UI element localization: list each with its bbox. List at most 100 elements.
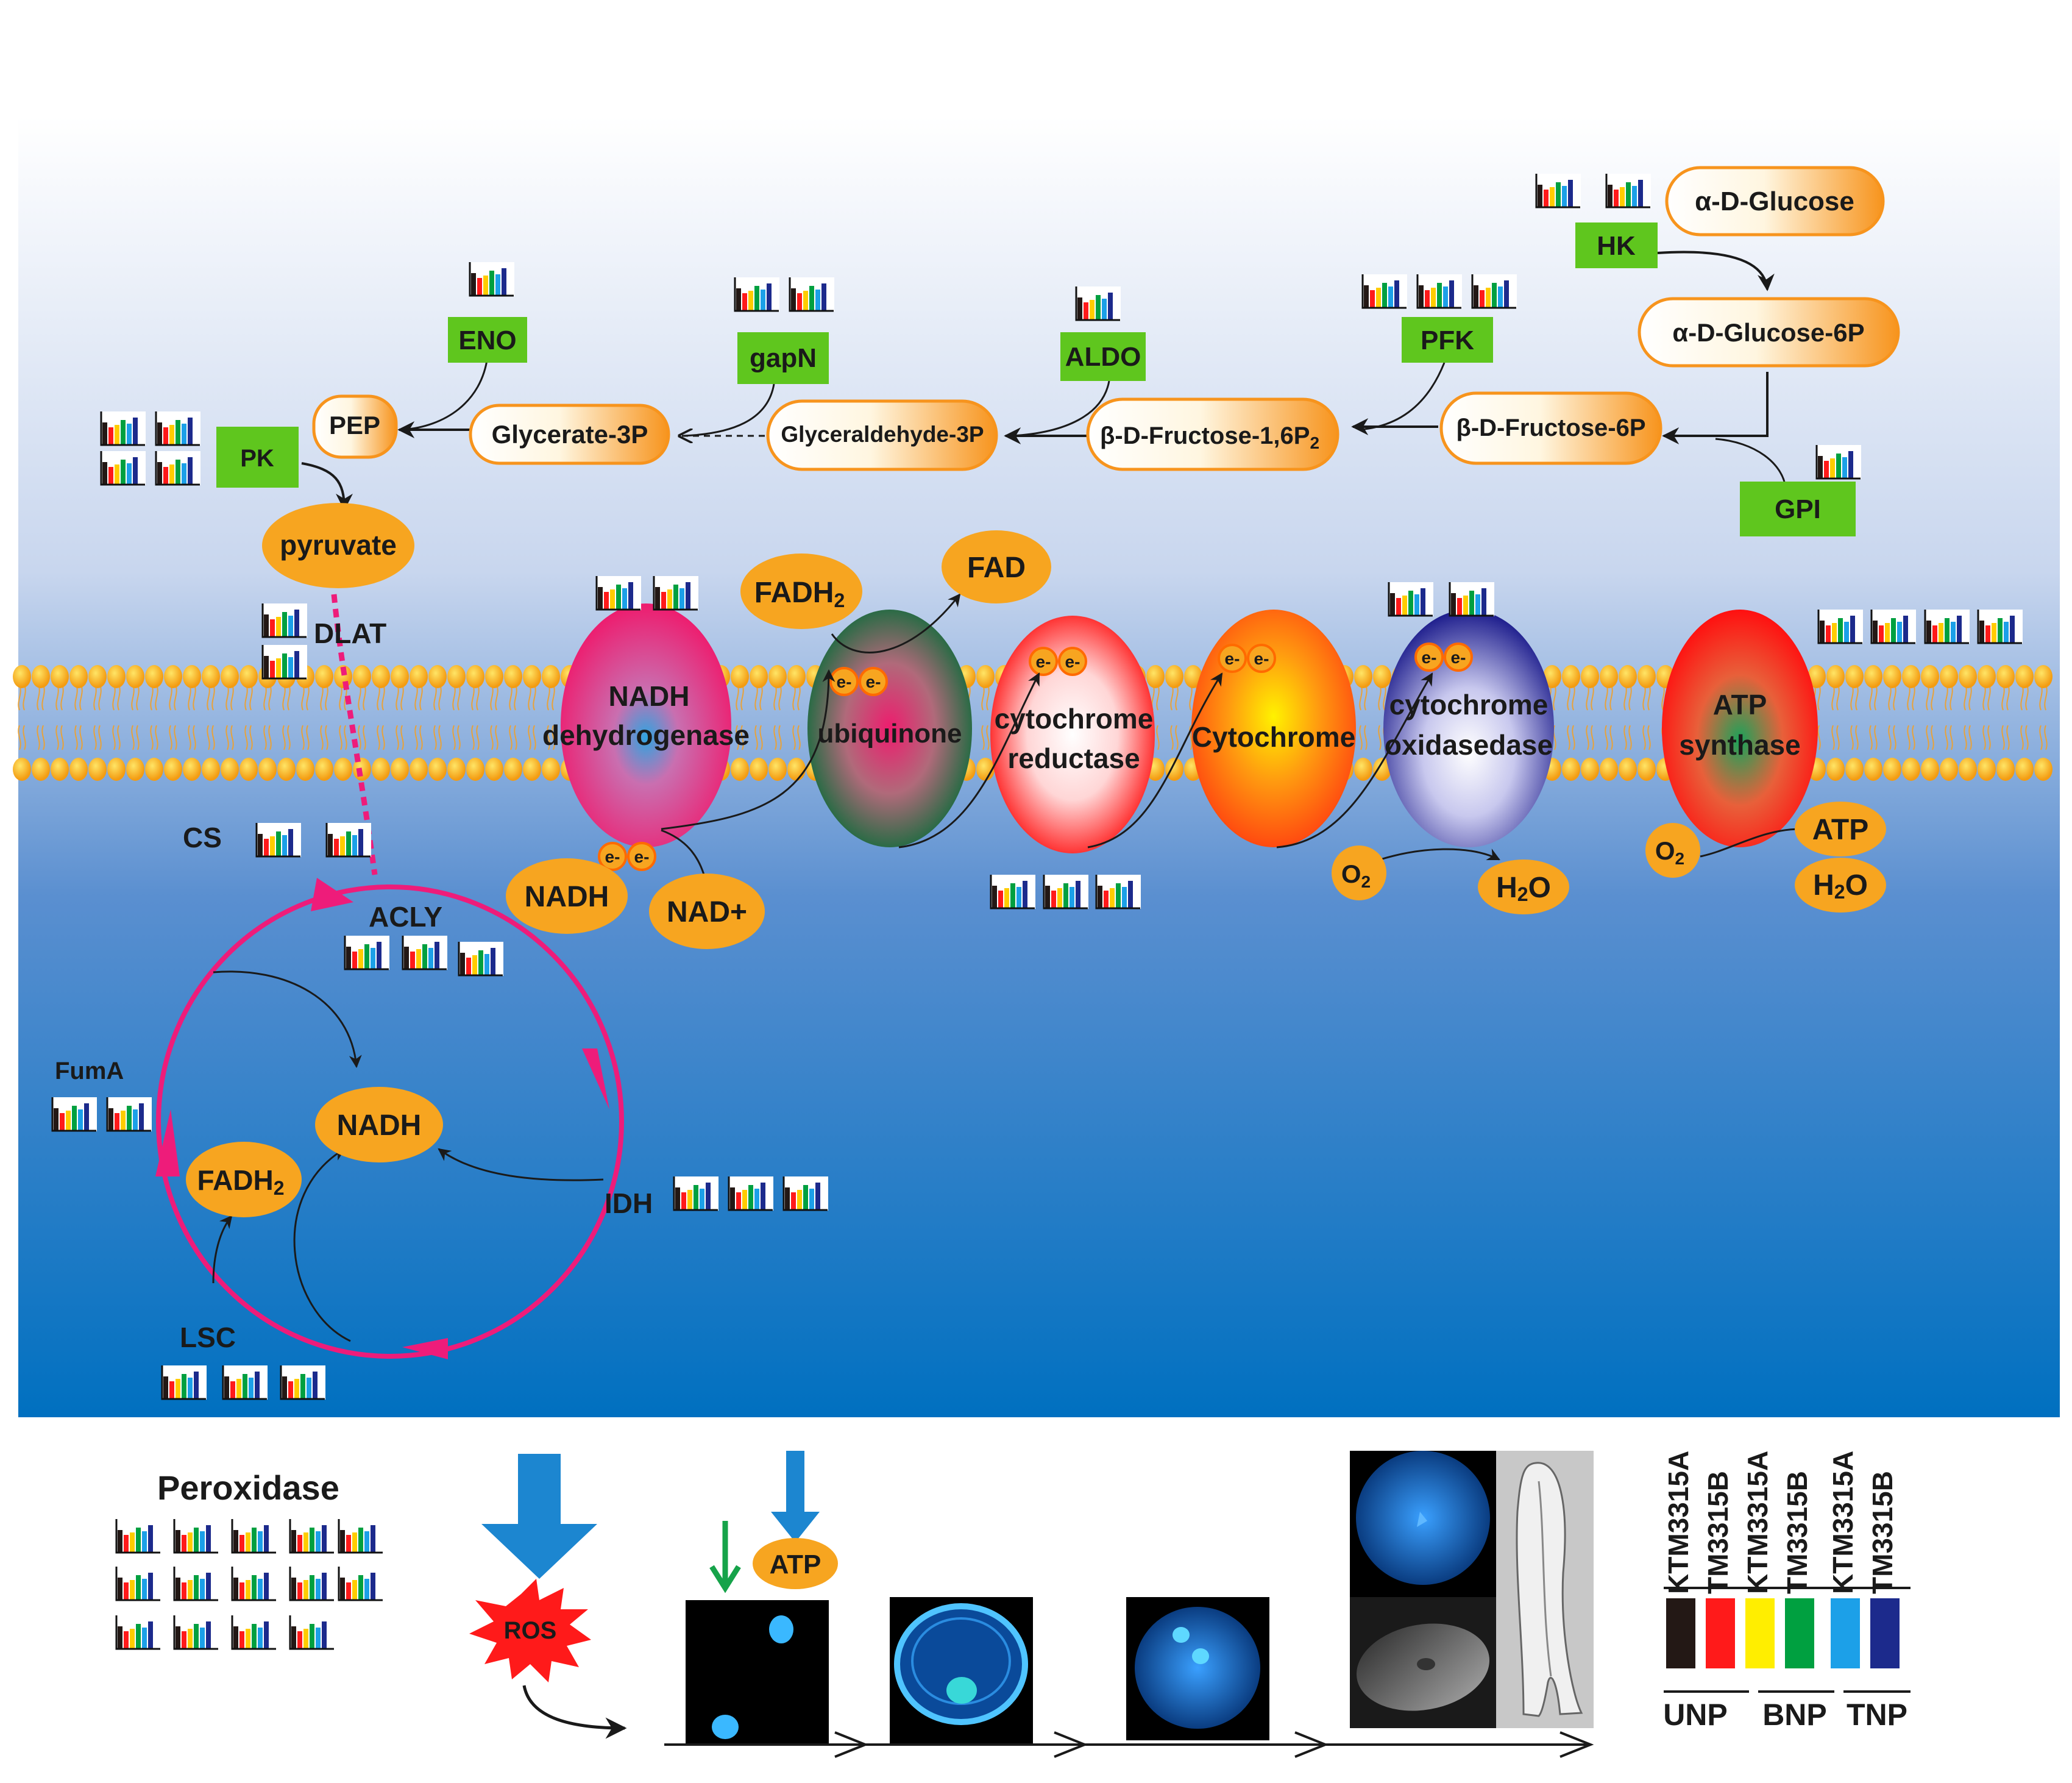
lipid-head — [277, 758, 296, 781]
microspore-stage-1 — [686, 1600, 829, 1743]
lipid-head — [1543, 665, 1561, 688]
arrow-gpi — [1662, 372, 1769, 444]
lipid-tail — [509, 725, 517, 750]
lipid-head — [1864, 665, 1882, 688]
lipid-head — [334, 758, 352, 781]
complex-cytochrome-oxidase: cytochrome oxidasedase — [1383, 610, 1554, 847]
lipid-head — [1921, 665, 1939, 688]
legend-sample-label: KTM3315A — [1662, 1451, 1694, 1594]
lipid-head — [32, 665, 50, 688]
enzyme-aldo: ALDO — [1060, 332, 1146, 381]
lipid-head — [428, 665, 447, 688]
expression-bar-icon — [279, 1364, 327, 1401]
arrow-eno-branch — [402, 356, 489, 431]
expression-bar-icon — [672, 1175, 720, 1212]
electron-label: e- — [634, 847, 650, 866]
etc-h2o-left-label: H2O — [1496, 872, 1551, 905]
label-acly: ACLY — [369, 901, 442, 933]
lipid-head — [485, 665, 503, 688]
legend-sample-label: KTM3315A — [1827, 1451, 1859, 1594]
expression-bar-icon — [1870, 608, 1917, 645]
bottom-section: Peroxidase ROS ATP — [157, 1451, 1911, 1758]
label-cs: CS — [183, 822, 222, 853]
electron-pairs: e-e-e-e-e-e-e-e-e-e- — [598, 642, 1473, 871]
lipid-head — [1826, 758, 1845, 781]
legend-group-label: UNP — [1663, 1698, 1728, 1732]
expression-bar-icon — [1815, 444, 1862, 480]
electron-label: e- — [1422, 648, 1437, 667]
lipid-head — [1637, 665, 1656, 688]
electron-transport-chain: NADH dehydrogenase ubiquinone cytochrome… — [506, 530, 1886, 949]
lipid-head — [1600, 665, 1618, 688]
tca-cycle: NADH FADH2 DLAT CS ACLY FumA IDH LSC — [55, 594, 653, 1359]
lipid-head — [372, 758, 390, 781]
lipid-head — [202, 758, 220, 781]
lipid-head — [145, 758, 163, 781]
lipid-tail — [1642, 725, 1651, 750]
atp-bubble-label: ATP — [770, 1550, 821, 1579]
lipid-tail — [207, 725, 215, 750]
lipid-tail — [1605, 725, 1613, 750]
electron-label: e- — [1065, 652, 1080, 671]
lipid-head — [768, 665, 787, 688]
lipid-head — [1883, 665, 1901, 688]
lipid-head — [1354, 758, 1372, 781]
expression-bar-icon — [261, 602, 308, 639]
lipid-head — [1940, 758, 1958, 781]
lipid-head — [239, 665, 258, 688]
complex6-line1: ATP — [1713, 689, 1767, 721]
expression-bar-icon — [1923, 608, 1971, 645]
lipid-head — [107, 665, 126, 688]
expression-bar-icon — [343, 934, 391, 971]
lipid-head — [410, 758, 428, 781]
etc-atp-right: ATP — [1795, 802, 1886, 856]
lipid-tail — [131, 725, 140, 750]
expression-bar-icon — [1976, 608, 2024, 645]
etc-h2o-left-subscript: 2 — [1517, 883, 1528, 905]
expression-bar-icon — [782, 1175, 829, 1212]
lipid-head — [1902, 665, 1920, 688]
legend-swatch — [1666, 1598, 1695, 1668]
etc-nad: NAD+ — [649, 874, 765, 949]
lipid-head — [221, 665, 239, 688]
cycle-arrow-idh-nadh — [438, 1148, 604, 1181]
aldo-label: ALDO — [1065, 342, 1141, 372]
expression-bar-icon — [261, 644, 308, 680]
lipid-tail — [244, 725, 253, 750]
lipid-head — [1921, 758, 1939, 781]
cycle-arrowhead-left — [155, 1109, 180, 1176]
electron-dot — [1414, 642, 1444, 672]
enzyme-gapn: gapN — [737, 332, 829, 384]
lipid-head — [315, 758, 333, 781]
complex4-label: Cytochrome — [1192, 721, 1355, 753]
etc-h2o-left: H2O — [1478, 859, 1569, 914]
etc-h2o-left-h: H — [1496, 872, 1517, 904]
electron-label: e- — [866, 672, 881, 691]
lipid-head — [315, 665, 333, 688]
complex-atp-synthase: ATP synthase — [1662, 610, 1818, 847]
lipid-head — [787, 665, 806, 688]
metabolite-glucose-6p: α-D-Glucose-6P — [1637, 297, 1900, 368]
etc-fadh2-main: FADH — [754, 577, 834, 609]
atp-bubble: ATP — [753, 1538, 838, 1589]
lipid-head — [1978, 665, 1996, 688]
expression-bar-icon — [1095, 874, 1142, 910]
lipid-head — [731, 665, 749, 688]
glycolysis-pathway: α-D-Glucose α-D-Glucose-6P β-D-Fructose-… — [216, 166, 1900, 588]
expression-bar-icon — [727, 1175, 775, 1212]
fructose-16p-subscript: 2 — [1310, 433, 1319, 452]
etc-o2-left: O2 — [1332, 845, 1386, 900]
etc-o2-right-label: O2 — [1655, 836, 1684, 868]
etc-h2o-right-subscript: 2 — [1834, 881, 1845, 903]
cycle-fadh2-subscript: 2 — [274, 1177, 285, 1199]
legend-group-label: BNP — [1762, 1698, 1827, 1732]
pollen-sem-image — [1350, 1597, 1496, 1728]
lipid-tail — [471, 725, 480, 750]
lipid-head — [1996, 758, 2015, 781]
lipid-head — [221, 758, 239, 781]
expression-bar-icon — [468, 261, 516, 297]
lipid-head — [1562, 665, 1580, 688]
lipid-head — [1373, 758, 1391, 781]
lipid-head — [32, 758, 50, 781]
